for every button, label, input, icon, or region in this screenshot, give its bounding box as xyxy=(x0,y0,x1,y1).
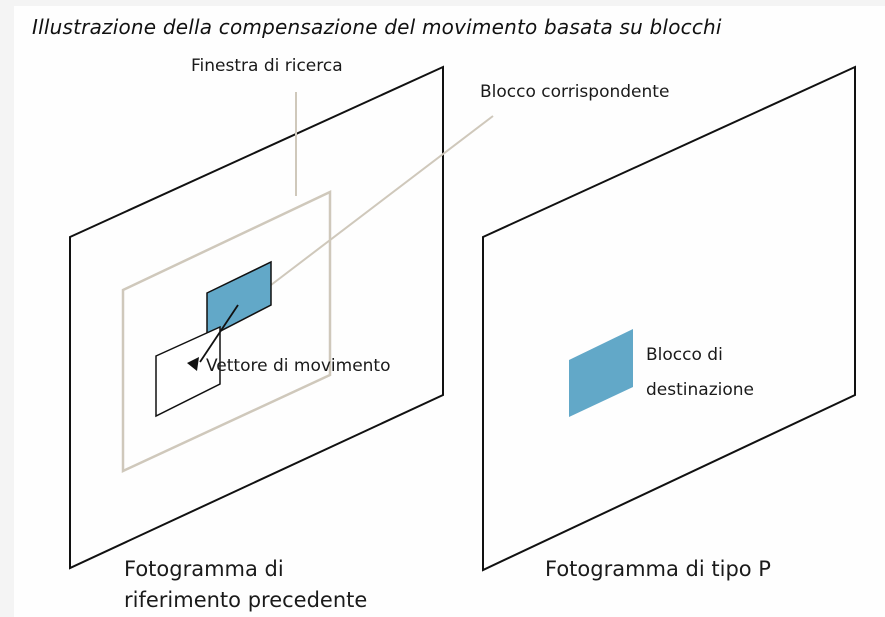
colocated-block xyxy=(155,325,221,418)
diagram-background xyxy=(14,6,885,617)
p-frame xyxy=(482,65,856,572)
motion-vector-label: Vettore di movimento xyxy=(206,356,391,376)
motion-vector-arrowhead xyxy=(187,357,199,371)
matching-block xyxy=(206,260,272,340)
reference-frame-label-line2: riferimento precedente xyxy=(124,588,368,612)
reference-frame-label-line1: Fotogramma di xyxy=(124,557,284,581)
target-block-label-line2: destinazione xyxy=(646,380,754,400)
diagram-title: Illustrazione della compensazione del mo… xyxy=(32,15,722,39)
p-frame-label: Fotogramma di tipo P xyxy=(545,557,771,581)
matching-block-label: Blocco corrispondente xyxy=(480,82,670,102)
search-window-label: Finestra di ricerca xyxy=(191,56,343,76)
reference-frame xyxy=(69,65,444,570)
target-block xyxy=(569,329,633,417)
matching-block-leader-line xyxy=(270,115,494,286)
target-block-label-line1: Blocco di xyxy=(646,345,723,365)
motion-vector-line xyxy=(199,304,239,363)
search-window xyxy=(121,190,332,473)
